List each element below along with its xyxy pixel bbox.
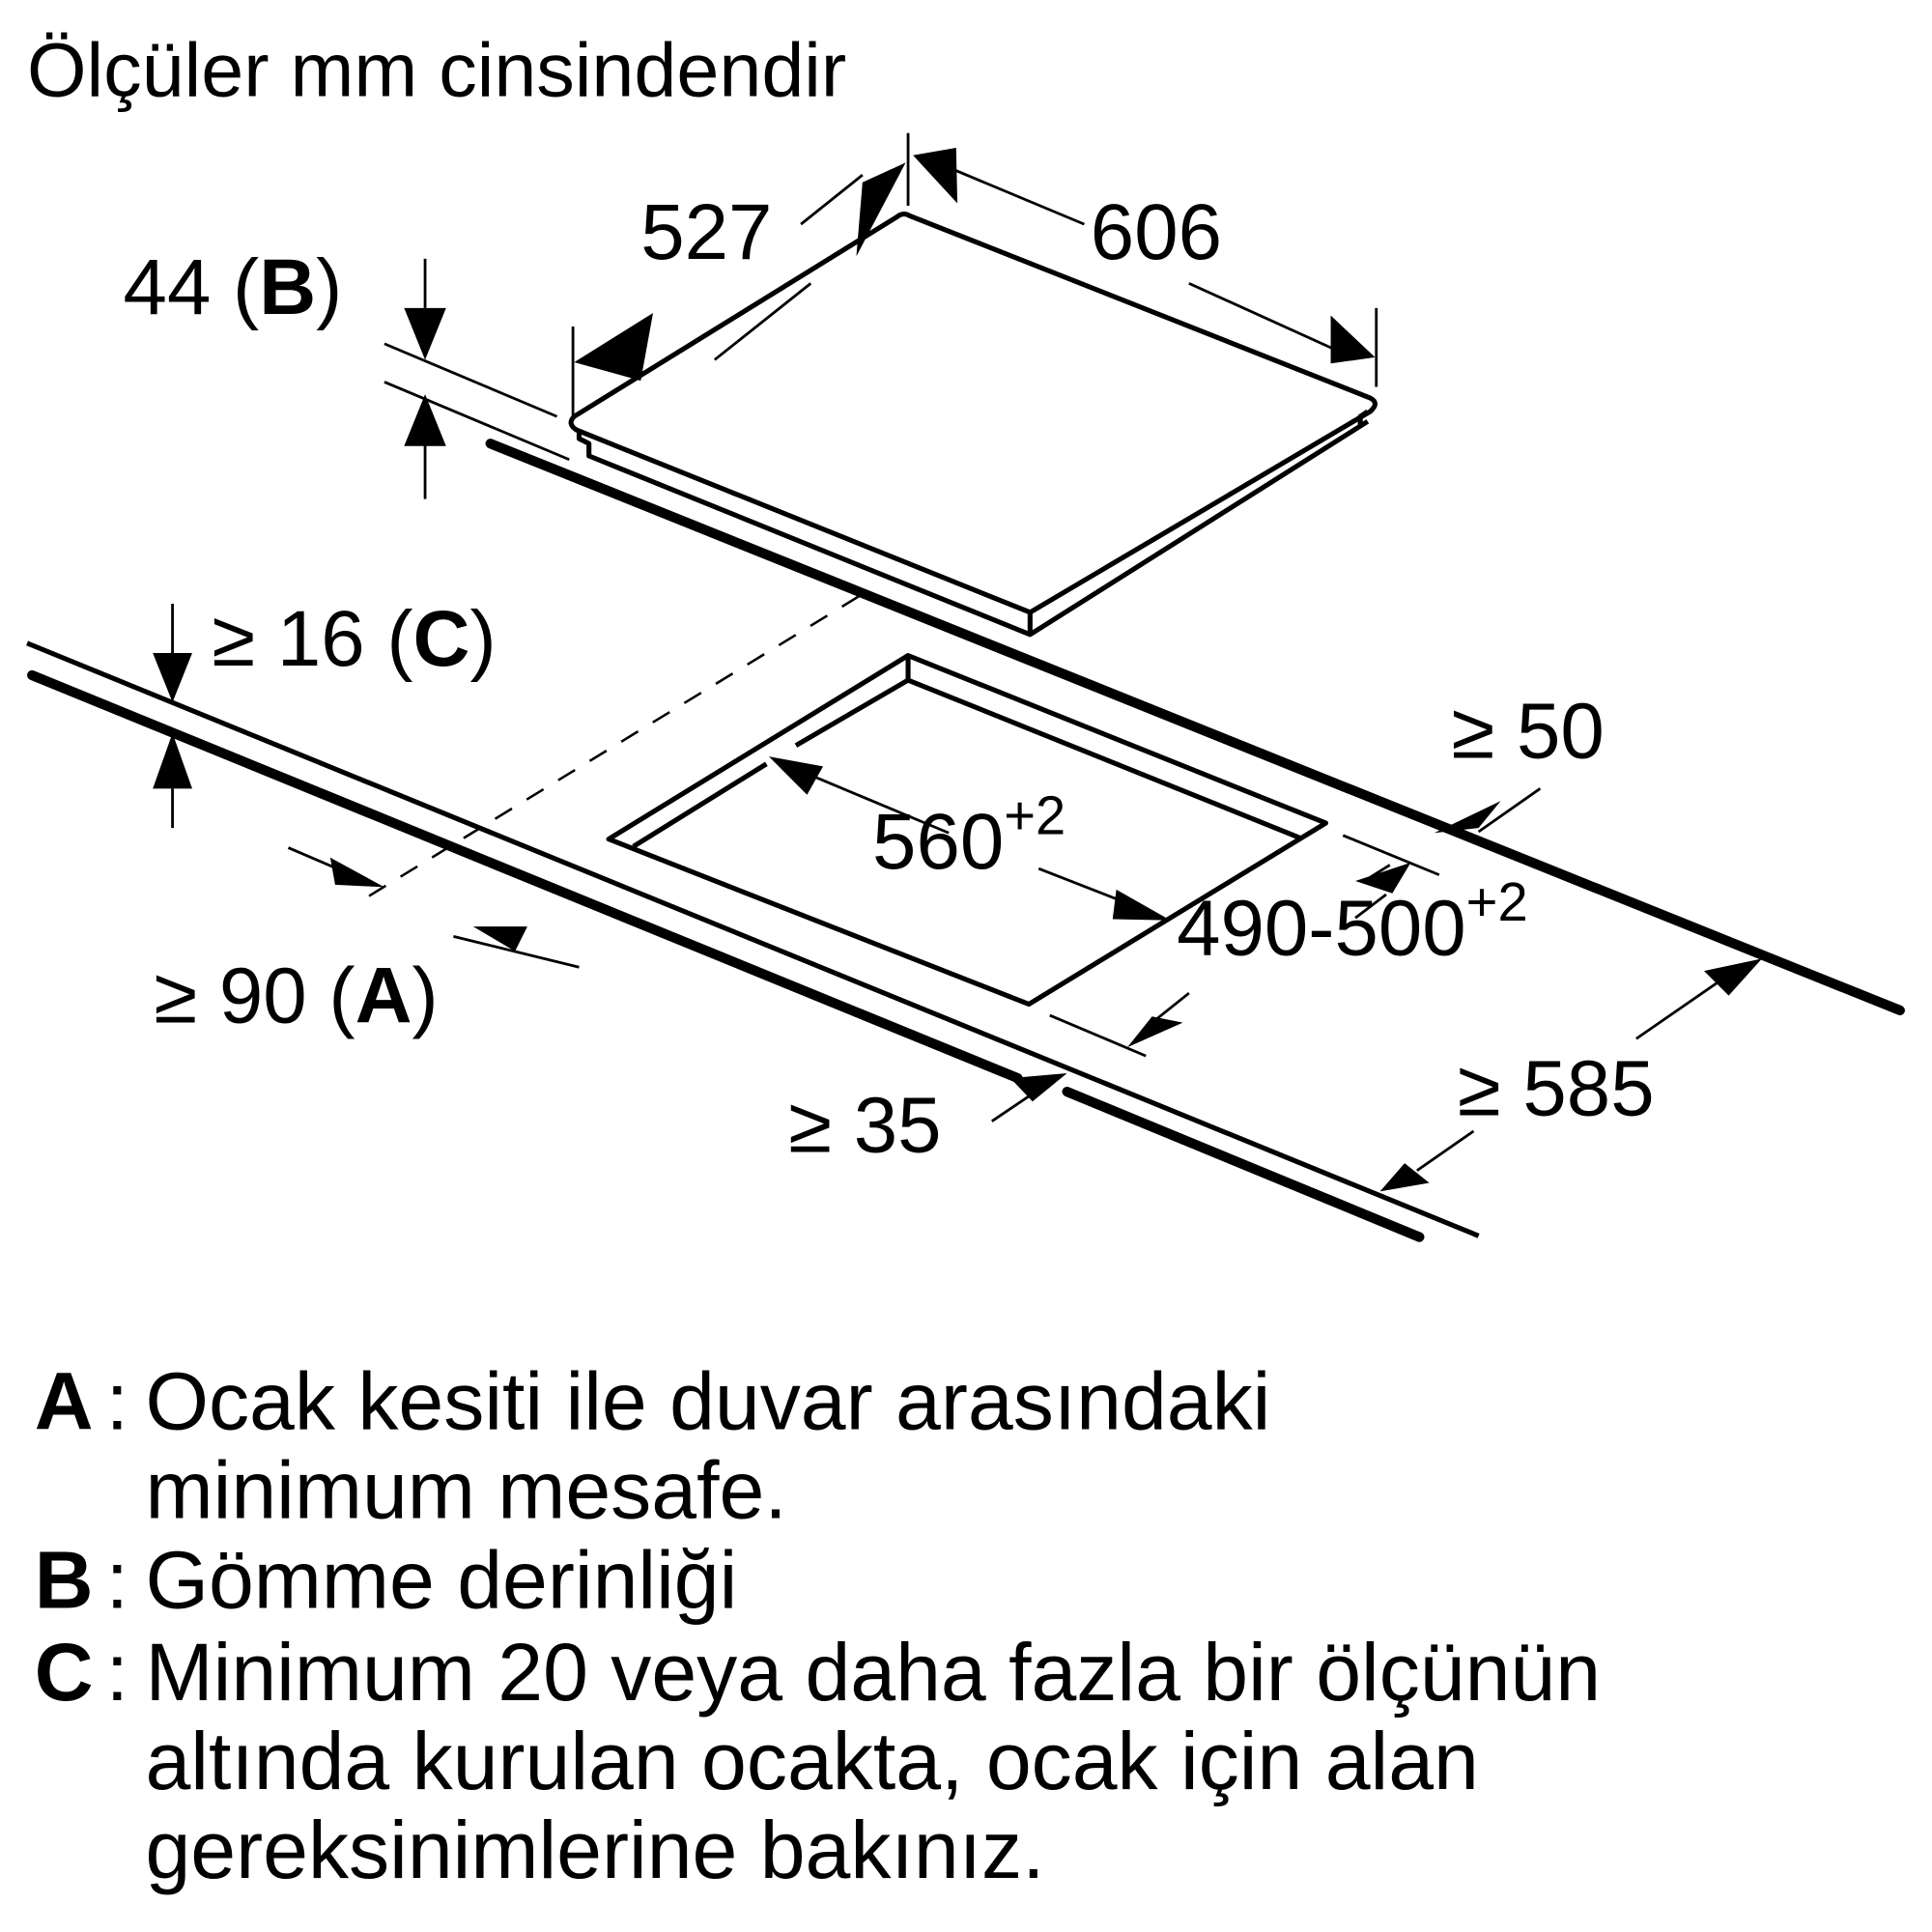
dim-585	[1379, 958, 1762, 1192]
dim-44-label: 44 (B)	[124, 243, 343, 331]
dim-16-label: ≥ 16 (C)	[212, 595, 496, 683]
hob-outline	[568, 212, 1378, 638]
dim-560-label: 560+2	[872, 785, 1065, 887]
center-line	[356, 595, 860, 905]
dim-90-a	[287, 846, 580, 969]
svg-text:Minimum 20 veya daha fazla bir: Minimum 20 veya daha fazla bir ölçünün	[146, 1627, 1602, 1718]
dim-16-c	[153, 604, 192, 829]
legend-item-a: A : Ocak kesiti ile duvar arasındaki min…	[35, 1356, 1271, 1536]
dim-560	[768, 756, 1171, 921]
dim-35	[991, 1072, 1067, 1122]
dim-490-500	[1049, 834, 1440, 1058]
dim-90-label: ≥ 90 (A)	[154, 952, 438, 1040]
dim-490-500-label: 490-500+2	[1177, 871, 1528, 973]
svg-text:altında kurulan ocakta, ocak i: altında kurulan ocakta, ocak için alan	[146, 1716, 1479, 1806]
dim-606	[913, 148, 1378, 387]
svg-text:Gömme derinliği: Gömme derinliği	[146, 1535, 738, 1626]
dim-585-label: ≥ 585	[1458, 1044, 1655, 1132]
legend-item-b: B : Gömme derinliği	[35, 1535, 738, 1626]
worktop-rear-edge	[485, 439, 1905, 1016]
worktop-bottom-edge	[27, 669, 1425, 1242]
svg-text:A: A	[35, 1356, 94, 1447]
dim-50-label: ≥ 50	[1452, 687, 1605, 775]
dim-527-label: 527	[640, 188, 772, 276]
dim-50	[1434, 787, 1542, 834]
svg-text:Ocak kesiti ile duvar arasında: Ocak kesiti ile duvar arasındaki	[146, 1356, 1271, 1447]
svg-text:C: C	[35, 1627, 94, 1718]
dim-35-label: ≥ 35	[788, 1082, 941, 1170]
svg-text::: :	[106, 1356, 128, 1447]
svg-text:gereksinimlerine bakınız.: gereksinimlerine bakınız.	[146, 1804, 1045, 1895]
worktop-top-edge	[26, 640, 1480, 1238]
dim-606-label: 606	[1091, 188, 1222, 276]
svg-text:minimum mesafe.: minimum mesafe.	[146, 1444, 787, 1535]
svg-text:B: B	[35, 1535, 94, 1626]
svg-text::: :	[106, 1535, 128, 1626]
svg-text::: :	[106, 1627, 128, 1718]
legend-item-c: C : Minimum 20 veya daha fazla bir ölçün…	[35, 1627, 1601, 1895]
page-title: Ölçüler mm cinsindendir	[27, 26, 846, 112]
worktop-cutout	[606, 653, 1328, 1008]
dim-44-b	[384, 258, 570, 499]
legend: A : Ocak kesiti ile duvar arasındaki min…	[35, 1356, 1601, 1895]
